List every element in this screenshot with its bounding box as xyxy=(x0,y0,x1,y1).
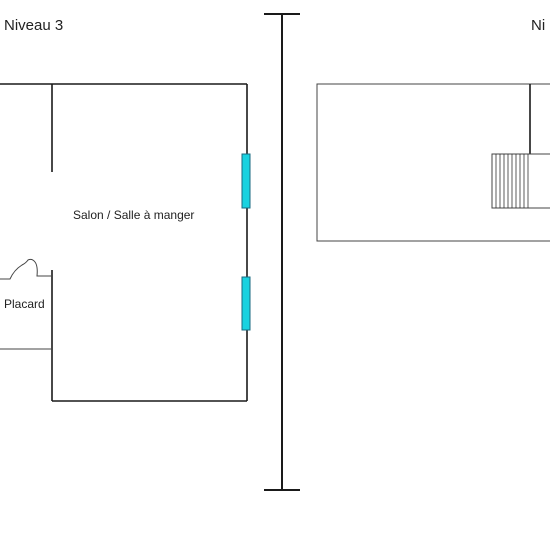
level-3-plan: Salon / Salle à manger Placard xyxy=(0,83,251,402)
stair-steps xyxy=(495,154,529,208)
closet-outline xyxy=(0,258,52,350)
level-divider xyxy=(264,13,300,491)
staircase xyxy=(491,153,550,209)
next-level-plan xyxy=(316,83,550,242)
level-3-title: Niveau 3 xyxy=(4,17,63,34)
next-level-outline xyxy=(316,83,550,242)
living-dining-label: Salon / Salle à manger xyxy=(73,208,194,222)
window-lower xyxy=(241,276,251,331)
level-next-title: Ni xyxy=(531,17,545,34)
window-upper xyxy=(241,153,251,209)
closet-label: Placard xyxy=(4,297,45,311)
